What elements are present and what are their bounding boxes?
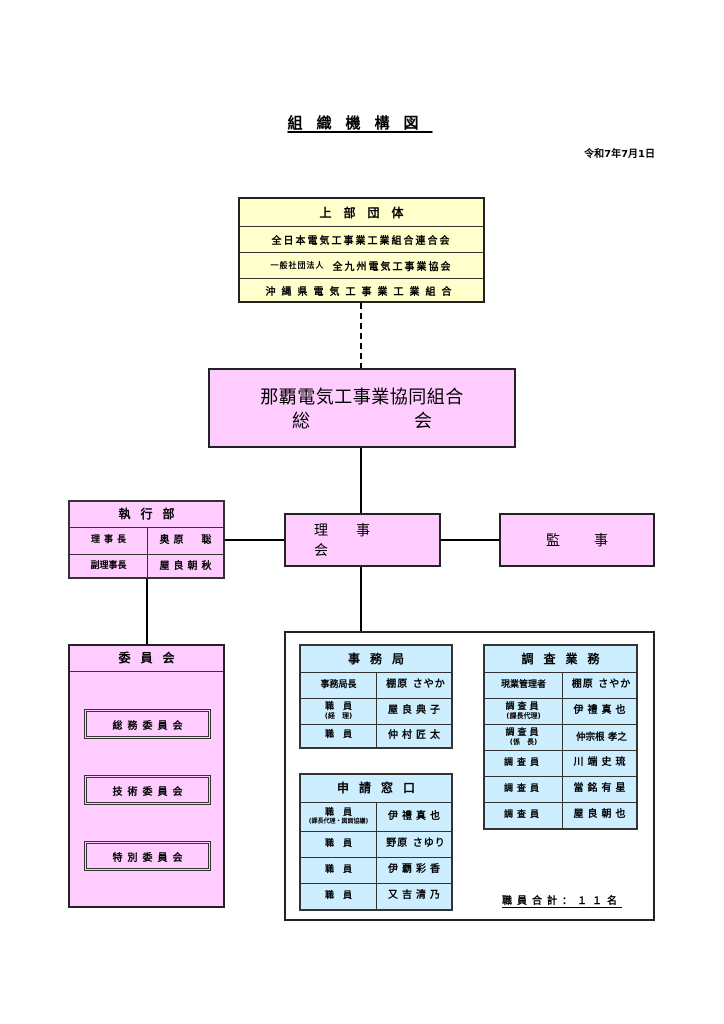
staff-role-sub: (係 長) (509, 737, 538, 746)
secretariat-table: 事務局 事務局長 棚原 さやか 職 員 (経 理) 屋良典子 職 員 仲村匠太 (299, 644, 453, 749)
staff-role: 調査員 (505, 728, 542, 739)
staff-name: 伊禮真也 (563, 698, 636, 724)
board-box: 理事会 (284, 513, 441, 567)
committees-box: 委員会 総務委員会 技術委員会 特別委員会 (68, 644, 225, 908)
staff-role: 調査員 (485, 776, 563, 802)
staff-role: 職 員 (324, 808, 352, 819)
connector-line (360, 448, 362, 514)
staff-role: 職 員 (301, 724, 377, 747)
staff-role-sub: (課長代理・図面協議) (308, 817, 369, 825)
staff-name: 川端史琉 (563, 750, 636, 776)
staff-name: 又吉清乃 (377, 883, 451, 909)
staff-name: 伊覇彩香 (377, 857, 451, 883)
auditor-label: 監 事 (546, 533, 618, 549)
staff-role: 調査員 (485, 750, 563, 776)
connector-line (440, 539, 500, 541)
upper-org-name: 沖縄県電気工事業工業組合 (265, 286, 458, 298)
staff-name: 屋良典子 (377, 698, 451, 724)
inspection-table: 調査業務 現業管理者 棚原 さやか 調査員 (課長代理) 伊禮真也 調査員 (係… (483, 644, 638, 830)
staff-role: 調査員 (485, 802, 563, 828)
staff-role-cell: 職 員 (課長代理・図面協議) (301, 802, 377, 831)
executive-role: 理事長 (70, 527, 148, 554)
executive-role: 副理事長 (70, 554, 148, 579)
staff-role: 事務局長 (301, 672, 377, 698)
upper-org-box: 上部団体 全日本電気工事業工業組合連合会 一般社団法人 全九州電気工事業協会 沖… (238, 197, 485, 303)
staff-role: 職 員 (324, 702, 352, 713)
connector-line (360, 567, 362, 632)
staff-total: 職員合計：１１名 (502, 896, 622, 907)
page-title: 組織機構図 (287, 114, 433, 132)
committee-item: 特別委員会 (84, 841, 211, 871)
staff-role-cell: 調査員 (係 長) (485, 724, 563, 750)
upper-org-row: 全日本電気工事業工業組合連合会 (240, 226, 483, 252)
committee-item: 総務委員会 (84, 709, 211, 739)
staff-role: 現業管理者 (485, 672, 563, 698)
general-assembly-label: 総 会 (292, 407, 432, 433)
executive-name: 屋良朝秋 (148, 554, 223, 579)
staff-role-sub: (経 理) (324, 711, 353, 720)
staff-name: 當銘有星 (563, 776, 636, 802)
general-assembly-box: 那覇電気工事業協同組合 総 会 (208, 368, 516, 448)
upper-org-header: 上部団体 (319, 206, 416, 220)
general-assembly-label-left: 総 (292, 411, 310, 432)
auditor-box: 監 事 (499, 513, 655, 567)
staff-role-cell: 調査員 (課長代理) (485, 698, 563, 724)
staff-role: 職 員 (301, 883, 377, 909)
application-window-header: 申請窓口 (336, 781, 425, 796)
committee-item: 技術委員会 (84, 775, 211, 805)
staff-name: 野原 さゆり (377, 831, 451, 857)
staff-name: 屋良朝也 (563, 802, 636, 828)
connector-line (146, 579, 148, 645)
staff-role: 職 員 (301, 857, 377, 883)
staff-role-cell: 職 員 (経 理) (301, 698, 377, 724)
upper-org-row: 一般社団法人 全九州電気工事業協会 (240, 252, 483, 278)
upper-org-prefix: 一般社団法人 (270, 261, 325, 270)
date-label: 令和7年7月1日 (584, 149, 655, 160)
staff-role-sub: (課長代理) (506, 711, 541, 720)
committees-header: 委員会 (70, 646, 223, 672)
staff-name: 棚原 さやか (563, 672, 636, 698)
secretariat-header: 事務局 (347, 651, 414, 666)
staff-role: 職 員 (301, 831, 377, 857)
general-assembly-name: 那覇電気工事業協同組合 (260, 387, 464, 408)
upper-org-name: 全日本電気工事業工業組合連合会 (271, 236, 452, 247)
executive-header: 執行部 (118, 507, 185, 522)
general-assembly-label-right: 会 (414, 411, 432, 432)
executive-name: 奥原 聡 (148, 527, 223, 554)
staff-name: 棚原 さやか (377, 672, 451, 698)
inspection-header: 調査業務 (521, 651, 610, 666)
staff-role: 調査員 (505, 702, 542, 713)
dashed-connector (360, 303, 362, 369)
upper-org-name: 全九州電気工事業協会 (332, 262, 453, 273)
staff-name: 仲宗根 孝之 (563, 724, 636, 750)
executive-table: 執行部 理事長 奥原 聡 副理事長 屋良朝秋 (68, 500, 225, 579)
application-window-table: 申請窓口 職 員 (課長代理・図面協議) 伊禮真也 職 員 野原 さゆり 職 員… (299, 773, 453, 911)
connector-line (225, 539, 285, 541)
staff-name: 伊禮真也 (377, 802, 451, 831)
board-label: 理事会 (314, 523, 398, 559)
upper-org-row: 沖縄県電気工事業工業組合 (240, 278, 483, 301)
staff-name: 仲村匠太 (377, 724, 451, 747)
